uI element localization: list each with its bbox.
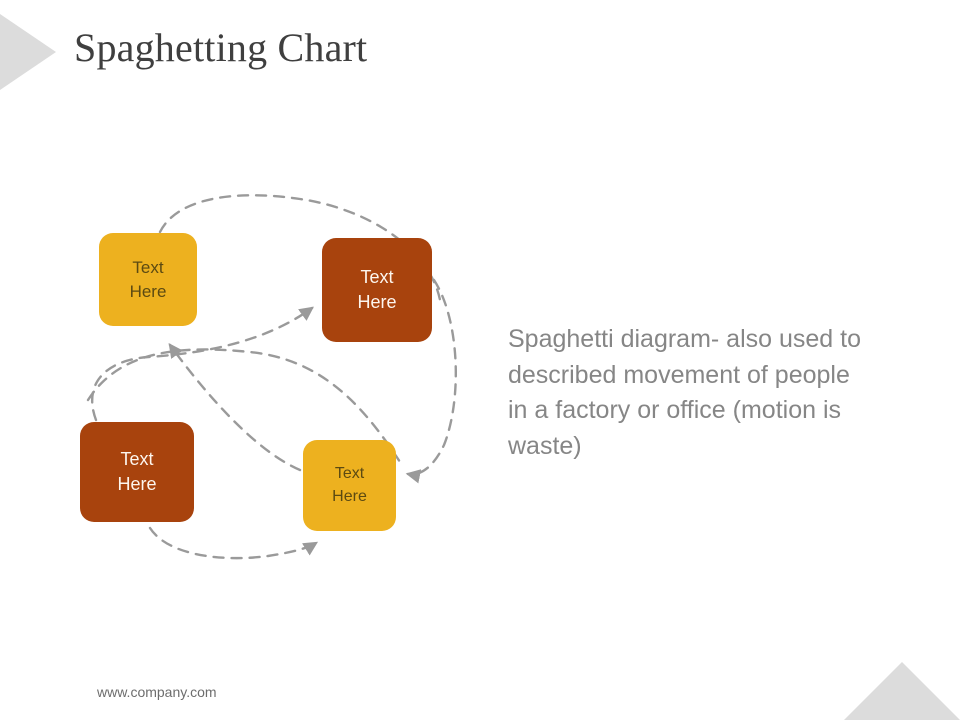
connector-node3-to-node2: [90, 306, 314, 422]
diagram-node-4[interactable]: Text Here: [303, 440, 396, 531]
diagram-node-2-label-line2: Here: [357, 292, 397, 312]
connector-node2-to-node4: [405, 278, 458, 484]
connector-node3-to-node4: [148, 526, 319, 560]
diagram-node-1-label-line2: Here: [129, 281, 167, 301]
diagram-node-2-label-line1: Text: [360, 267, 394, 288]
diagram-node-4-label-line2: Here: [332, 487, 367, 505]
diagram-node-4-label-line1: Text: [334, 465, 365, 483]
decorative-left-arrow-shape: [0, 14, 56, 90]
diagram-node-3-label-line1: Text: [120, 449, 154, 470]
diagram-node-3-label-line2: Here: [117, 474, 157, 494]
connector-left-loop-sweep: [86, 348, 402, 464]
decorative-bottom-right-triangle: [844, 662, 960, 720]
connector-node4-to-node1: [168, 343, 302, 472]
description-text: Spaghetti diagram- also used to describe…: [508, 325, 861, 460]
diagram-node-1-label-line1: Text: [132, 258, 164, 278]
diagram-node-2[interactable]: Text Here: [322, 238, 432, 342]
footer-url: www.company.com: [97, 684, 217, 700]
diagram-node-1[interactable]: Text Here: [99, 233, 197, 326]
diagram-node-3[interactable]: Text Here: [80, 422, 194, 522]
page-title: Spaghetting Chart: [74, 25, 368, 70]
